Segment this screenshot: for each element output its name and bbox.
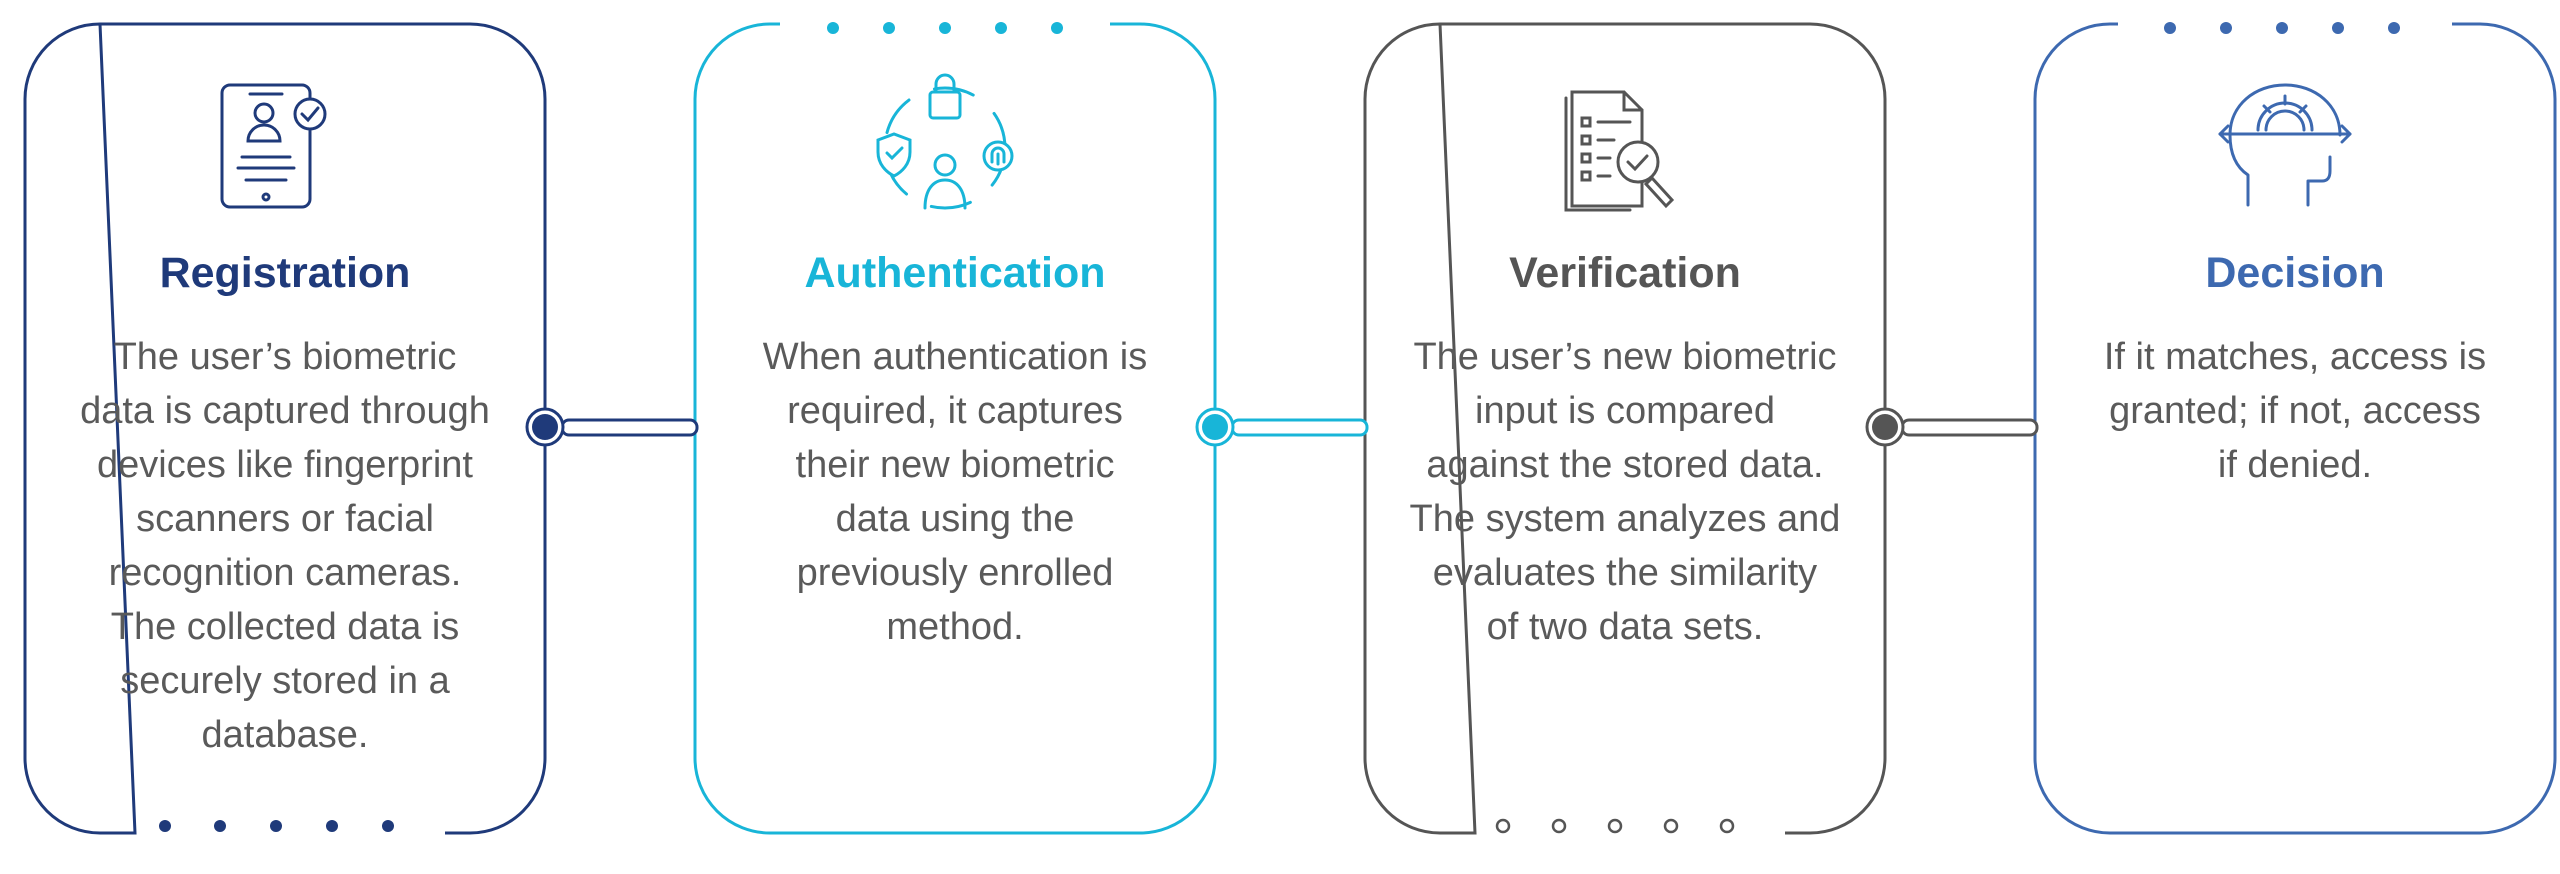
connector-2 (1195, 407, 1369, 447)
step-description-authentication: When authentication is required, it capt… (762, 336, 1148, 648)
top-dots (827, 22, 1063, 34)
card-border (693, 22, 1217, 835)
top-dots (2164, 22, 2400, 34)
tablet-user-check-icon (220, 83, 327, 209)
step-title-decision: Decision (2205, 249, 2385, 297)
card-border (2033, 22, 2557, 835)
bottom-dots (1495, 818, 1735, 834)
step-description-registration: The user’s biometric data is captured th… (80, 336, 490, 756)
step-title-registration: Registration (159, 249, 411, 297)
card-authentication (693, 14, 1217, 835)
head-gear-arrows-icon (2218, 83, 2352, 207)
connector-1 (525, 407, 699, 447)
bottom-dots (159, 820, 394, 832)
card-decision (2033, 14, 2557, 835)
step-title-verification: Verification (1509, 249, 1741, 297)
step-title-authentication: Authentication (804, 249, 1106, 297)
card-registration (23, 22, 547, 835)
connector-3 (1865, 407, 2039, 447)
step-description-verification: The user’s new biometric input is compar… (1409, 336, 1841, 648)
document-magnifier-check-icon (1564, 90, 1675, 212)
lock-shield-user-fingerprint-icon (876, 73, 1014, 210)
step-description-decision: If it matches, access is granted; if not… (2103, 336, 2487, 486)
